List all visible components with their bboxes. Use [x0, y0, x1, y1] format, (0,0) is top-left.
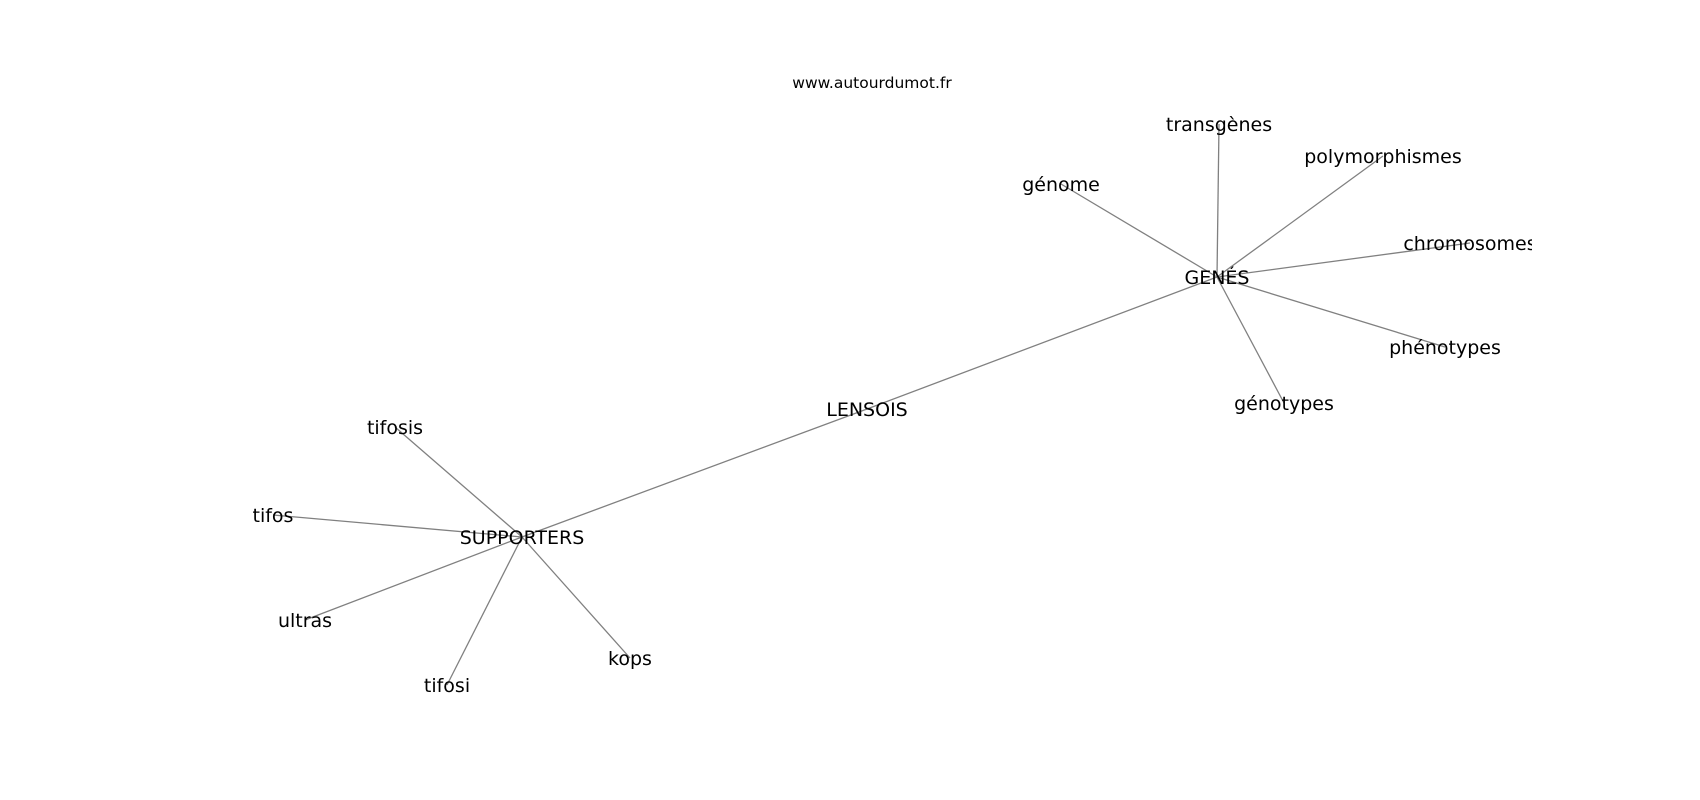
- edge-genes-phenotypes: [1216, 276, 1446, 348]
- edge-supporters-tifos: [272, 514, 523, 538]
- edge-supporters-tifosi: [446, 536, 523, 686]
- edge-supporters-tifosis: [394, 426, 523, 538]
- node-polymorphismes[interactable]: polymorphismes: [1304, 146, 1462, 168]
- node-labels: LENSOIS GENÉS SUPPORTERS transgènes polymorp…: [253, 114, 1536, 697]
- node-center[interactable]: LENSOIS: [826, 399, 907, 421]
- watermark: www.autourdumot.fr: [792, 74, 952, 92]
- node-transgenes[interactable]: transgènes: [1166, 114, 1272, 136]
- node-phenotypes[interactable]: phénotypes: [1389, 337, 1501, 359]
- edge-supporters-kops: [521, 536, 631, 659]
- node-supporters[interactable]: SUPPORTERS: [460, 527, 585, 549]
- edge-genes-genome: [1060, 183, 1218, 278]
- edge-center-supporters: [521, 408, 868, 538]
- edge-genes-transgenes: [1216, 123, 1220, 278]
- edge-genes-genotypes: [1216, 276, 1285, 404]
- node-genotypes[interactable]: génotypes: [1234, 393, 1334, 415]
- edge-supporters-ultras: [304, 536, 523, 621]
- node-genes[interactable]: GENÉS: [1184, 266, 1249, 289]
- node-genome[interactable]: génome: [1022, 174, 1100, 196]
- edge-genes-chromosomes: [1216, 242, 1471, 278]
- node-chromosomes[interactable]: chromosomes: [1403, 233, 1536, 255]
- node-tifos[interactable]: tifos: [253, 505, 294, 527]
- node-ultras[interactable]: ultras: [278, 610, 332, 632]
- edge-center-genes: [866, 276, 1218, 410]
- node-kops[interactable]: kops: [608, 648, 652, 670]
- edges: [272, 123, 1471, 686]
- node-tifosi[interactable]: tifosi: [424, 675, 470, 697]
- node-tifosis[interactable]: tifosis: [367, 417, 423, 439]
- edge-genes-polymorphismes: [1216, 155, 1384, 278]
